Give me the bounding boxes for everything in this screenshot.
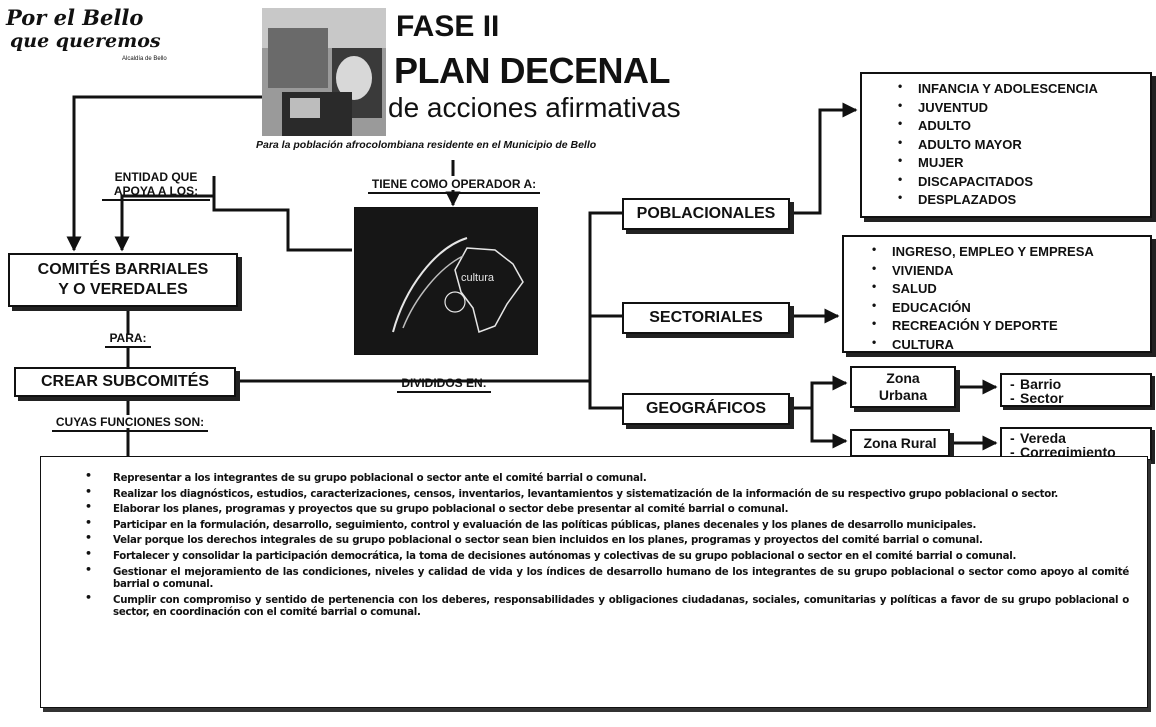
plan-title: PLAN DECENAL <box>394 50 671 91</box>
function-item: Velar porque los derechos integrales de … <box>85 532 1129 548</box>
sectoriales-item: EDUCACIÓN <box>866 296 1148 318</box>
label-operador: TIENE COMO OPERADOR A: <box>344 177 564 194</box>
line-to-poblacionales <box>588 211 622 381</box>
plan-subtitle: de acciones afirmativas <box>388 92 681 123</box>
function-item: Participar en la formulación, desarrollo… <box>85 517 1129 533</box>
function-item: Gestionar el mejoramiento de las condici… <box>85 564 1129 592</box>
header-photo <box>262 8 386 136</box>
functions-list: Representar a los integrantes de su grup… <box>85 470 1129 620</box>
sectoriales-item: INGRESO, EMPLEO Y EMPRESA <box>866 240 1148 262</box>
logo-sub: Alcaldía de Bello <box>122 56 167 62</box>
sectoriales-items: INGRESO, EMPLEO Y EMPRESA VIVIENDA SALUD… <box>866 240 1148 355</box>
line-entidad-to-comites <box>114 194 214 252</box>
list-poblacionales: INFANCIA Y ADOLESCENCIA JUVENTUD ADULTO … <box>860 72 1152 218</box>
leaf-rural-item: Vereda <box>1006 431 1146 445</box>
sectoriales-item: VIVIENDA <box>866 259 1148 281</box>
line-poblacionales-to-list <box>790 102 858 215</box>
africa-cultura-logo <box>355 208 537 354</box>
photo-image <box>262 8 386 136</box>
function-item: Realizar los diagnósticos, estudios, car… <box>85 486 1129 502</box>
poblacionales-item: JUVENTUD <box>892 96 1146 118</box>
line-to-geograficos <box>588 381 622 410</box>
function-item: Cumplir con compromiso y sentido de pert… <box>85 592 1129 620</box>
operator-logo-text: cultura <box>461 272 495 284</box>
functions-box: Representar a los integrantes de su grup… <box>40 456 1148 708</box>
box-sectoriales: SECTORIALES <box>622 302 790 334</box>
box-geograficos: GEOGRÁFICOS <box>622 393 790 425</box>
box-poblacionales: POBLACIONALES <box>622 198 790 230</box>
function-item: Fortalecer y consolidar la participación… <box>85 548 1129 564</box>
sectoriales-item: CULTURA <box>866 333 1148 355</box>
logo-line2: que queremos <box>10 30 161 52</box>
box-crear-subcomites: CREAR SUBCOMITÉS <box>14 367 236 397</box>
logo-line1: Por el Bello <box>6 5 144 30</box>
leaf-rural-item: Corregimiento <box>1006 445 1146 459</box>
plan-tagline: Para la población afrocolombiana residen… <box>256 139 597 151</box>
operator-logo: cultura <box>354 207 538 355</box>
line-photo-to-comites <box>66 95 262 252</box>
poblacionales-item: ADULTO MAYOR <box>892 133 1146 155</box>
poblacionales-item: INFANCIA Y ADOLESCENCIA <box>892 77 1146 99</box>
line-geo-to-rural <box>810 408 848 449</box>
sectoriales-item: SALUD <box>866 277 1148 299</box>
poblacionales-item: MUJER <box>892 151 1146 173</box>
logo: Por el Bello que queremos Alcaldía de Be… <box>6 6 206 86</box>
poblacionales-item: DESPLAZADOS <box>892 188 1146 210</box>
poblacionales-item: DISCAPACITADOS <box>892 170 1146 192</box>
box-comites: COMITÉS BARRIALES Y O VEREDALES <box>8 253 238 307</box>
label-funciones: CUYAS FUNCIONES SON: <box>20 415 240 432</box>
leaf-urbana: Barrio Sector <box>1000 373 1152 407</box>
box-zona-rural: Zona Rural <box>850 429 950 457</box>
phase-title: FASE II <box>396 10 500 43</box>
label-para: PARA: <box>80 331 176 348</box>
function-item: Elaborar los planes, programas y proyect… <box>85 501 1129 517</box>
poblacionales-item: ADULTO <box>892 114 1146 136</box>
line-entidad-to-operador <box>212 176 352 252</box>
box-zona-urbana: Zona Urbana <box>850 366 956 408</box>
leaf-urbana-item: Sector <box>1006 391 1146 405</box>
leaf-urbana-item: Barrio <box>1006 377 1146 391</box>
poblacionales-items: INFANCIA Y ADOLESCENCIA JUVENTUD ADULTO … <box>892 77 1146 210</box>
list-sectoriales: INGRESO, EMPLEO Y EMPRESA VIVIENDA SALUD… <box>842 235 1152 353</box>
label-divididos: DIVIDIDOS EN: <box>344 376 544 393</box>
function-item: Representar a los integrantes de su grup… <box>85 470 1129 486</box>
sectoriales-item: RECREACIÓN Y DEPORTE <box>866 314 1148 336</box>
label-entidad: ENTIDAD QUE APOYA A LOS: <box>96 170 216 201</box>
line-geo-to-urbana <box>790 375 848 410</box>
